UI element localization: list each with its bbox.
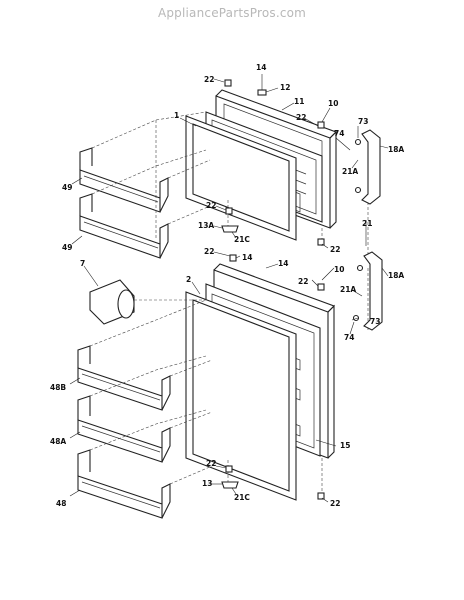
callout-21a-top: 21A [342,167,358,176]
callout-22-bottom-left: 22 [206,459,216,468]
callout-48: 48 [56,499,66,508]
callout-14-mid-b: 14 [278,259,288,268]
callout-74-lower: 74 [344,333,354,342]
fresh-food-door-handle [352,251,383,331]
callout-21: 21 [362,219,372,228]
fresh-food-door-shelf-48a [77,395,171,463]
fresh-food-door-gasket [185,291,297,501]
freezer-door-shelf-upper [79,147,169,213]
callout-22-top-right: 22 [296,113,306,122]
freezer-door-gasket [185,115,297,241]
callout-74-top: 74 [334,129,344,138]
callout-11: 11 [294,97,304,106]
callout-21c-top: 21C [234,235,250,244]
callout-49-lower: 49 [62,243,72,252]
callout-49-upper: 49 [62,183,72,192]
callout-13: 13 [202,479,212,488]
callout-21c-bottom: 21C [234,493,250,502]
callout-14-top: 14 [256,63,266,72]
callout-73-top: 73 [358,117,368,126]
callout-10-top: 10 [328,99,338,108]
callout-21a-lower: 21A [340,285,356,294]
freezer-door-handle [354,129,381,205]
callout-18a-lower: 18A [388,271,404,280]
callout-12: 12 [280,83,290,92]
fresh-food-hinge-bushings [221,254,325,500]
callout-48b: 48B [50,383,66,392]
fresh-food-door-shelf-48b [77,345,171,411]
freezer-hinge-bushings [221,79,325,246]
callout-48a: 48A [50,437,66,446]
callout-1: 1 [174,111,179,120]
callout-15: 15 [340,441,350,450]
callout-22-mid: 22 [206,201,216,210]
callout-73-lower: 73 [370,317,380,326]
fresh-food-projection-lines [89,268,369,494]
callout-22-lower-left: 22 [204,247,214,256]
callout-leader-lines [69,74,389,503]
callout-14-mid-a: 14 [242,253,252,262]
dairy-container [89,279,135,325]
callout-22-bottom-right: 22 [330,499,340,508]
callout-22-top-left: 22 [204,75,214,84]
callout-13a: 13A [198,221,214,230]
callout-18a-top: 18A [388,145,404,154]
callout-22-right-mid: 22 [330,245,340,254]
callout-7: 7 [80,259,85,268]
site-watermark: AppliancePartsPros.com [157,6,307,20]
callout-22-lower-right: 22 [298,277,308,286]
freezer-door-shelf-lower [79,193,169,259]
callout-10-lower: 10 [334,265,344,274]
callout-2: 2 [186,275,191,284]
freezer-projection-lines [91,111,369,260]
